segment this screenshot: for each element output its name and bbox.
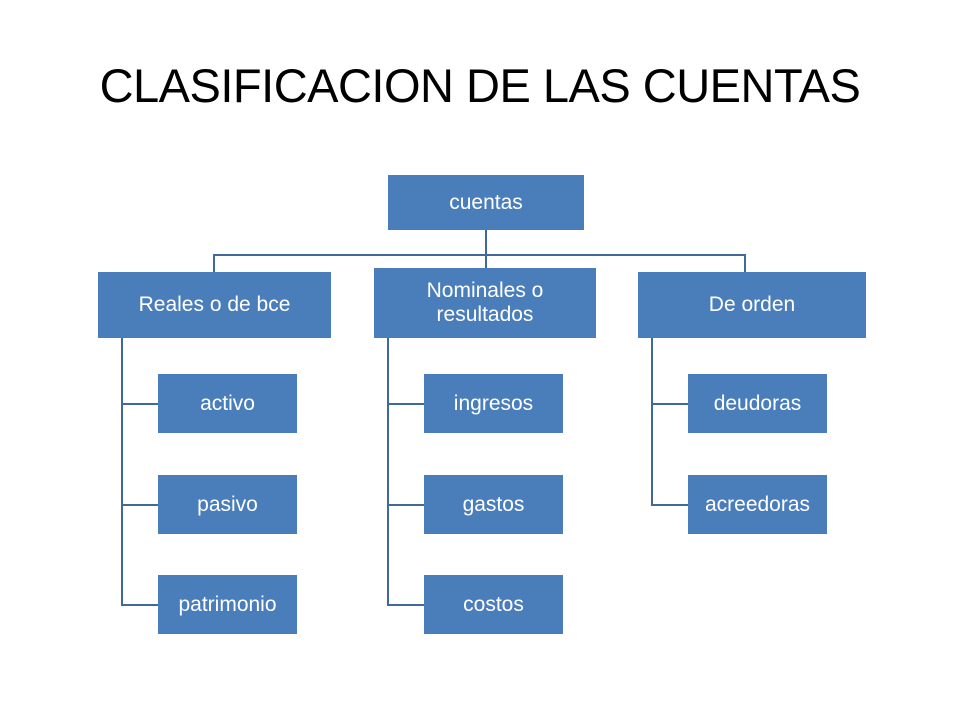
node-patrimonio-label: patrimonio <box>178 592 277 616</box>
node-nominales-line-1: Nominales o <box>426 279 544 303</box>
node-costos-label: costos <box>463 592 524 616</box>
connector-root-to-nominales <box>485 254 487 272</box>
node-cuentas-label: cuentas <box>449 190 523 214</box>
connector-root-bar <box>213 254 746 256</box>
connector-reales-to-patrimonio <box>121 604 159 606</box>
node-ingresos[interactable]: ingresos <box>424 374 563 433</box>
node-acreedoras[interactable]: acreedoras <box>688 475 827 534</box>
node-patrimonio[interactable]: patrimonio <box>158 575 297 634</box>
connector-root-stem <box>485 230 487 255</box>
node-reales-o-de-bce-label: Reales o de bce <box>138 293 291 317</box>
connector-reales-spine <box>121 338 123 606</box>
connector-nominales-spine <box>387 338 389 606</box>
node-deudoras[interactable]: deudoras <box>688 374 827 433</box>
node-pasivo[interactable]: pasivo <box>158 475 297 534</box>
node-deudoras-label: deudoras <box>713 391 802 415</box>
node-activo-label: activo <box>200 391 255 415</box>
connector-reales-to-pasivo <box>121 504 159 506</box>
connector-root-to-deorden <box>744 254 746 272</box>
connector-deorden-to-acreedoras <box>651 504 689 506</box>
node-nominales-line-2: resultados <box>436 303 534 326</box>
node-gastos-label: gastos <box>462 492 525 516</box>
page-title: CLASIFICACION DE LAS CUENTAS <box>99 59 861 112</box>
node-de-orden[interactable]: De orden <box>638 272 866 338</box>
node-acreedoras-label: acreedoras <box>704 492 811 516</box>
node-activo[interactable]: activo <box>158 374 297 433</box>
connector-nominales-to-gastos <box>387 504 425 506</box>
node-gastos[interactable]: gastos <box>424 475 563 534</box>
node-de-orden-label: De orden <box>708 293 796 317</box>
node-reales-o-de-bce[interactable]: Reales o de bce <box>98 272 331 338</box>
connector-deorden-spine <box>651 338 653 506</box>
connector-reales-to-activo <box>121 403 159 405</box>
node-ingresos-label: ingresos <box>453 391 534 415</box>
connector-nominales-to-ingresos <box>387 403 425 405</box>
connector-deorden-to-deudoras <box>651 403 689 405</box>
connector-nominales-to-costos <box>387 604 425 606</box>
node-pasivo-label: pasivo <box>197 492 258 516</box>
node-nominales-o-resultados[interactable]: Nominales o resultados <box>374 268 596 338</box>
node-costos[interactable]: costos <box>424 575 563 634</box>
connector-root-to-reales <box>213 254 215 272</box>
node-cuentas[interactable]: cuentas <box>388 175 584 230</box>
